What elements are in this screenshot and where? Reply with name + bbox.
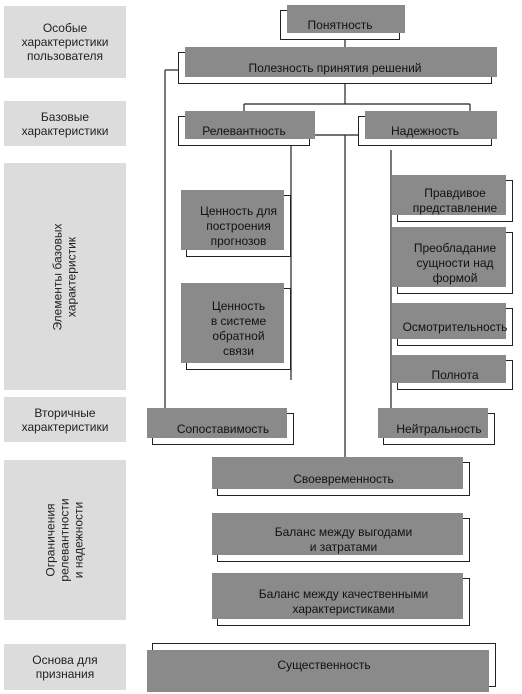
label-secondary-characteristics: Вторичные характеристики [4, 397, 126, 442]
label-recognition-basis: Основа для признания [4, 644, 126, 690]
node-relevance: Релевантность [178, 111, 315, 146]
node-prudence: Осмотрительность [392, 303, 513, 346]
node-comparability: Сопоставимость [147, 408, 294, 445]
node-understandability: Понятность [280, 5, 405, 40]
node-decision-usefulness: Полезность принятия решений [178, 47, 497, 84]
node-faithful-representation: Правдивое представление [392, 175, 513, 222]
node-neutrality: Нейтральность [378, 408, 495, 445]
node-reliability: Надежность [358, 111, 497, 146]
node-feedback-value: Ценность в системе обратной связи [181, 283, 291, 370]
label-user-specific-characteristics: Особые характеристики пользователя [4, 6, 126, 78]
node-materiality: Существенность [147, 643, 496, 692]
node-completeness: Полнота [392, 355, 513, 390]
label-constraints: Ограничения релевантности и надежности [4, 460, 126, 620]
node-timeliness: Своевременность [212, 457, 470, 496]
node-qualitative-balance: Баланс между качественными характеристик… [212, 573, 470, 626]
node-predictive-value: Ценность для построения прогнозов [181, 190, 291, 257]
node-cost-benefit-balance: Баланс между выгодами и затратами [212, 513, 470, 562]
node-substance-over-form: Преобладание сущности над формой [392, 227, 513, 294]
label-basic-elements: Элементы базовых характеристик [4, 163, 126, 390]
label-basic-characteristics: Базовые характеристики [4, 101, 126, 146]
